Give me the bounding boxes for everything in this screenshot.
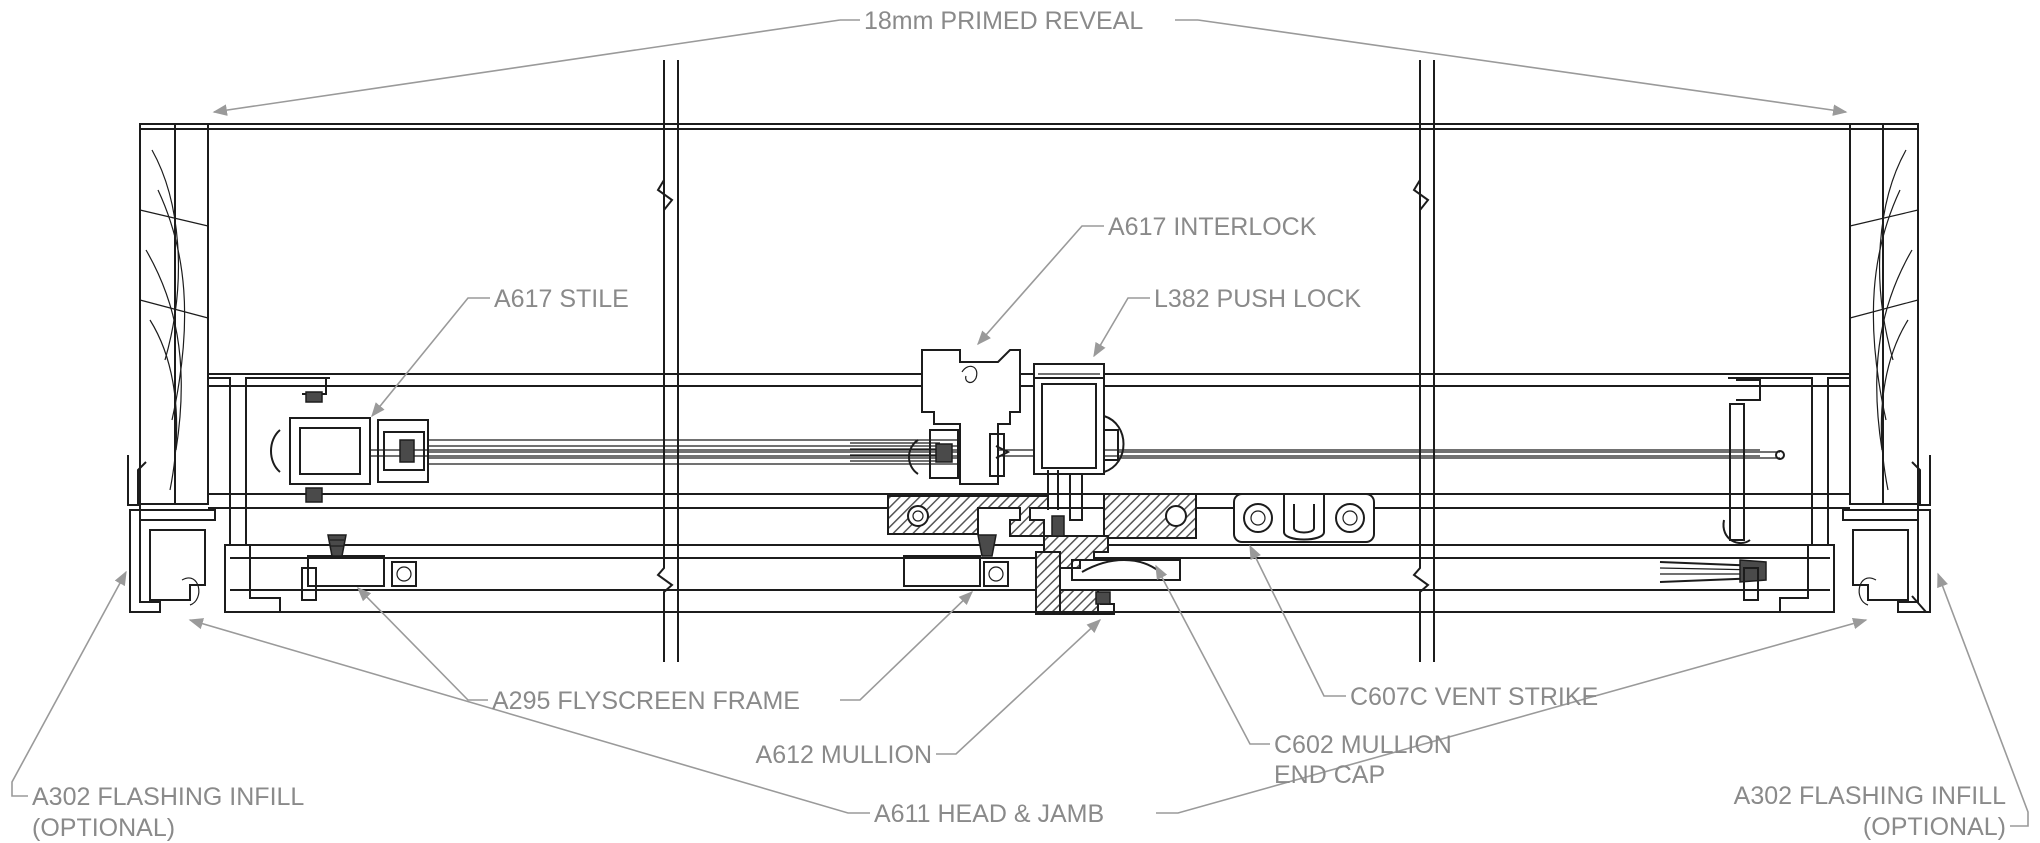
right-sash bbox=[1118, 450, 1785, 583]
left-sash-stile bbox=[270, 417, 960, 485]
right-jamb-assembly bbox=[1722, 377, 1931, 613]
break-lines bbox=[656, 60, 1435, 662]
label-mullion-end-cap-line2: END CAP bbox=[1274, 761, 1385, 789]
label-vent-strike: C607C VENT STRIKE bbox=[1350, 683, 1598, 711]
labels: 18mm PRIMED REVEAL A617 INTERLOCK L382 P… bbox=[32, 7, 2006, 842]
flyscreen-frame-left bbox=[307, 534, 417, 587]
leader-primed-reveal-right bbox=[1197, 19, 1848, 116]
right-timber-reveal bbox=[1849, 123, 1919, 505]
label-mullion: A612 MULLION bbox=[756, 741, 932, 769]
mullion-profile bbox=[887, 493, 1197, 615]
label-interlock: A617 INTERLOCK bbox=[1108, 213, 1317, 241]
label-flashing-left-line2: (OPTIONAL) bbox=[32, 814, 175, 842]
label-stile: A617 STILE bbox=[494, 285, 629, 313]
leader-flashing-right bbox=[1937, 572, 2029, 827]
label-flyscreen-frame: A295 FLYSCREEN FRAME bbox=[492, 687, 800, 715]
leader-lines bbox=[11, 19, 2029, 827]
interlock-profile bbox=[908, 349, 1021, 485]
leader-primed-reveal-left bbox=[212, 19, 841, 116]
frame-rails bbox=[208, 373, 1850, 613]
leader-head-jamb-left bbox=[188, 618, 870, 814]
label-head-jamb: A611 HEAD & JAMB bbox=[874, 800, 1104, 828]
leader-stile bbox=[371, 297, 490, 418]
leader-head-jamb-right bbox=[1156, 617, 1868, 814]
left-jamb-assembly bbox=[127, 377, 330, 613]
label-push-lock: L382 PUSH LOCK bbox=[1154, 285, 1361, 313]
label-flashing-right-line1: A302 FLASHING INFILL bbox=[1734, 782, 2006, 810]
leader-push-lock bbox=[1093, 297, 1150, 358]
push-lock bbox=[1033, 363, 1125, 521]
leader-interlock bbox=[977, 225, 1104, 346]
leader-mullion bbox=[936, 619, 1102, 755]
vent-strike bbox=[1233, 493, 1375, 543]
label-primed-reveal: 18mm PRIMED REVEAL bbox=[864, 7, 1143, 35]
leader-flashing-left bbox=[11, 570, 127, 797]
label-flashing-right-line2: (OPTIONAL) bbox=[1863, 813, 2006, 841]
leader-flyscreen-left bbox=[356, 586, 488, 701]
leader-vent-strike bbox=[1249, 544, 1346, 697]
label-mullion-end-cap-line1: C602 MULLION bbox=[1274, 731, 1452, 759]
leader-mullion-end-cap bbox=[1155, 564, 1270, 745]
label-flashing-left-line1: A302 FLASHING INFILL bbox=[32, 783, 304, 811]
flyscreen-frame-centre bbox=[903, 534, 1009, 587]
leader-flyscreen-right bbox=[840, 591, 974, 701]
left-timber-reveal bbox=[139, 123, 209, 505]
